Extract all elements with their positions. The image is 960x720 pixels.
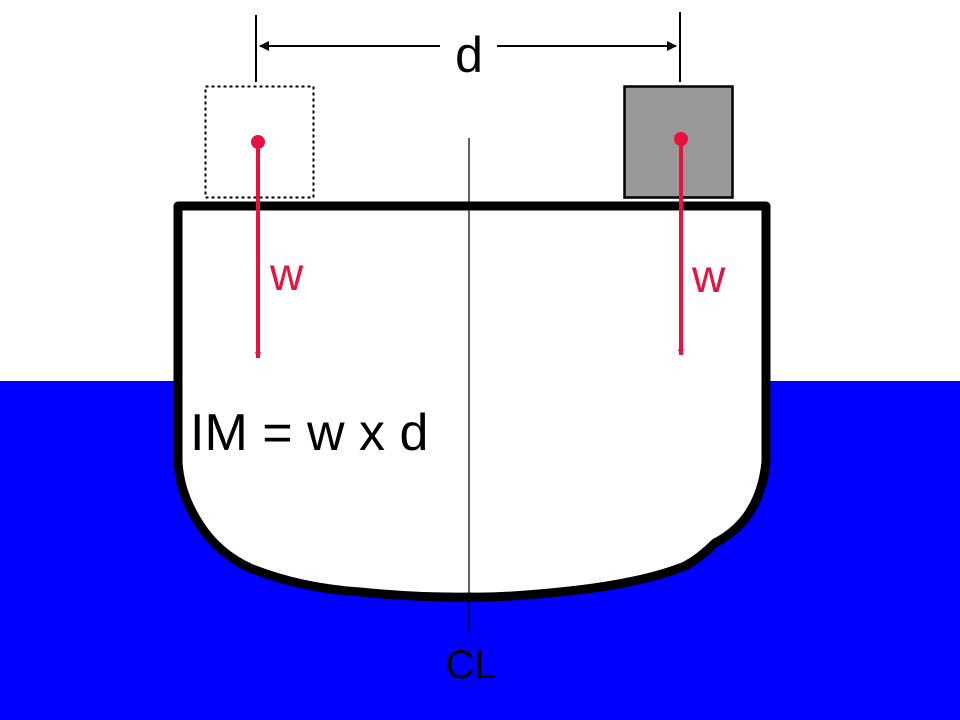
- ship-hull: [173, 201, 771, 602]
- centerline-label: CL: [445, 643, 496, 687]
- distance-label: d: [455, 27, 483, 83]
- weight-label-right: w: [691, 250, 726, 302]
- inclining-moment-formula: IM = w x d: [190, 404, 428, 462]
- weight-label-left: w: [269, 248, 304, 300]
